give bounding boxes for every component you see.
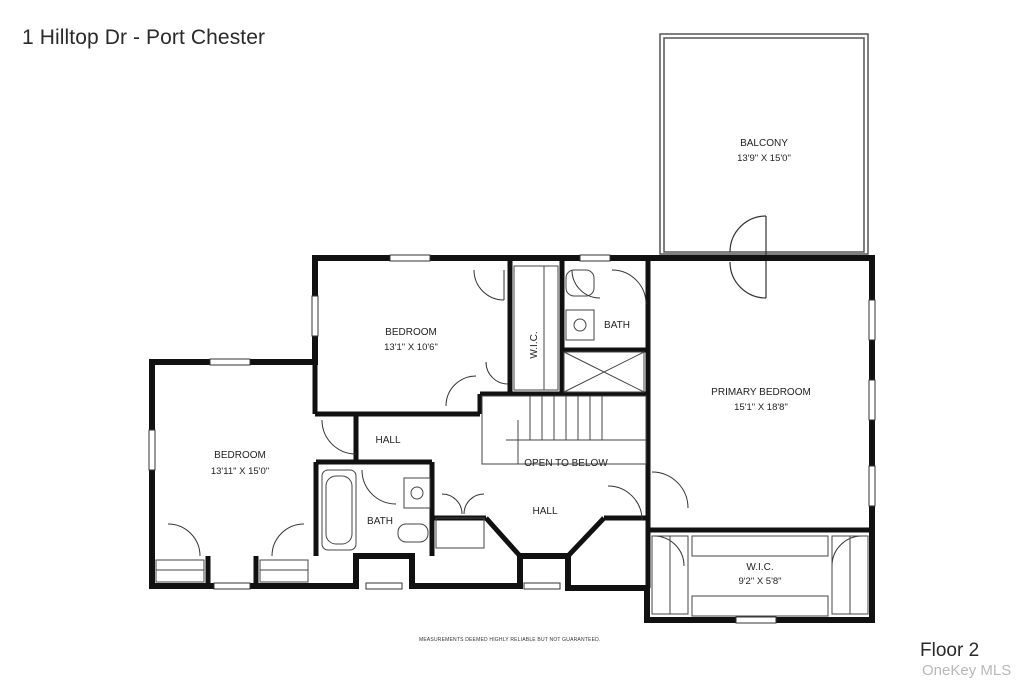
bedroom-top-dims: 13'1" X 10'6" (384, 342, 438, 353)
balcony-label: BALCONY (740, 138, 788, 149)
wic-top-label: W.I.C. (529, 331, 540, 358)
open-to-below-label: OPEN TO BELOW (524, 458, 608, 469)
hall-upper-label: HALL (375, 435, 400, 446)
hall-lower-label: HALL (532, 506, 557, 517)
bedroom-left-label: BEDROOM (214, 450, 266, 461)
wic-primary-dims: 9'2" X 5'8" (738, 576, 781, 587)
primary-bedroom-label: PRIMARY BEDROOM (711, 387, 811, 398)
wic-primary-label: W.I.C. (746, 562, 773, 573)
windows (148, 254, 876, 624)
bedroom-left-dims: 13'11" X 15'0" (211, 466, 269, 477)
bath-top-label: BATH (604, 320, 630, 331)
interior-walls (205, 258, 872, 588)
measurement-disclaimer: MEASUREMENTS DEEMED HIGHLY RELIABLE BUT … (419, 637, 601, 643)
floor-label: Floor 2 (920, 640, 980, 661)
watermark: OneKey MLS (922, 662, 1012, 679)
door-swings (167, 269, 863, 567)
bedroom-top-label: BEDROOM (385, 327, 437, 338)
balcony-outline (659, 33, 869, 255)
listing-title: 1 Hilltop Dr - Port Chester (22, 26, 266, 49)
balcony-dims: 13'9" X 15'0" (737, 153, 791, 164)
primary-bedroom-dims: 15'1" X 18'8" (734, 402, 788, 413)
bath-lower-label: BATH (367, 516, 393, 527)
fixtures (155, 265, 869, 617)
